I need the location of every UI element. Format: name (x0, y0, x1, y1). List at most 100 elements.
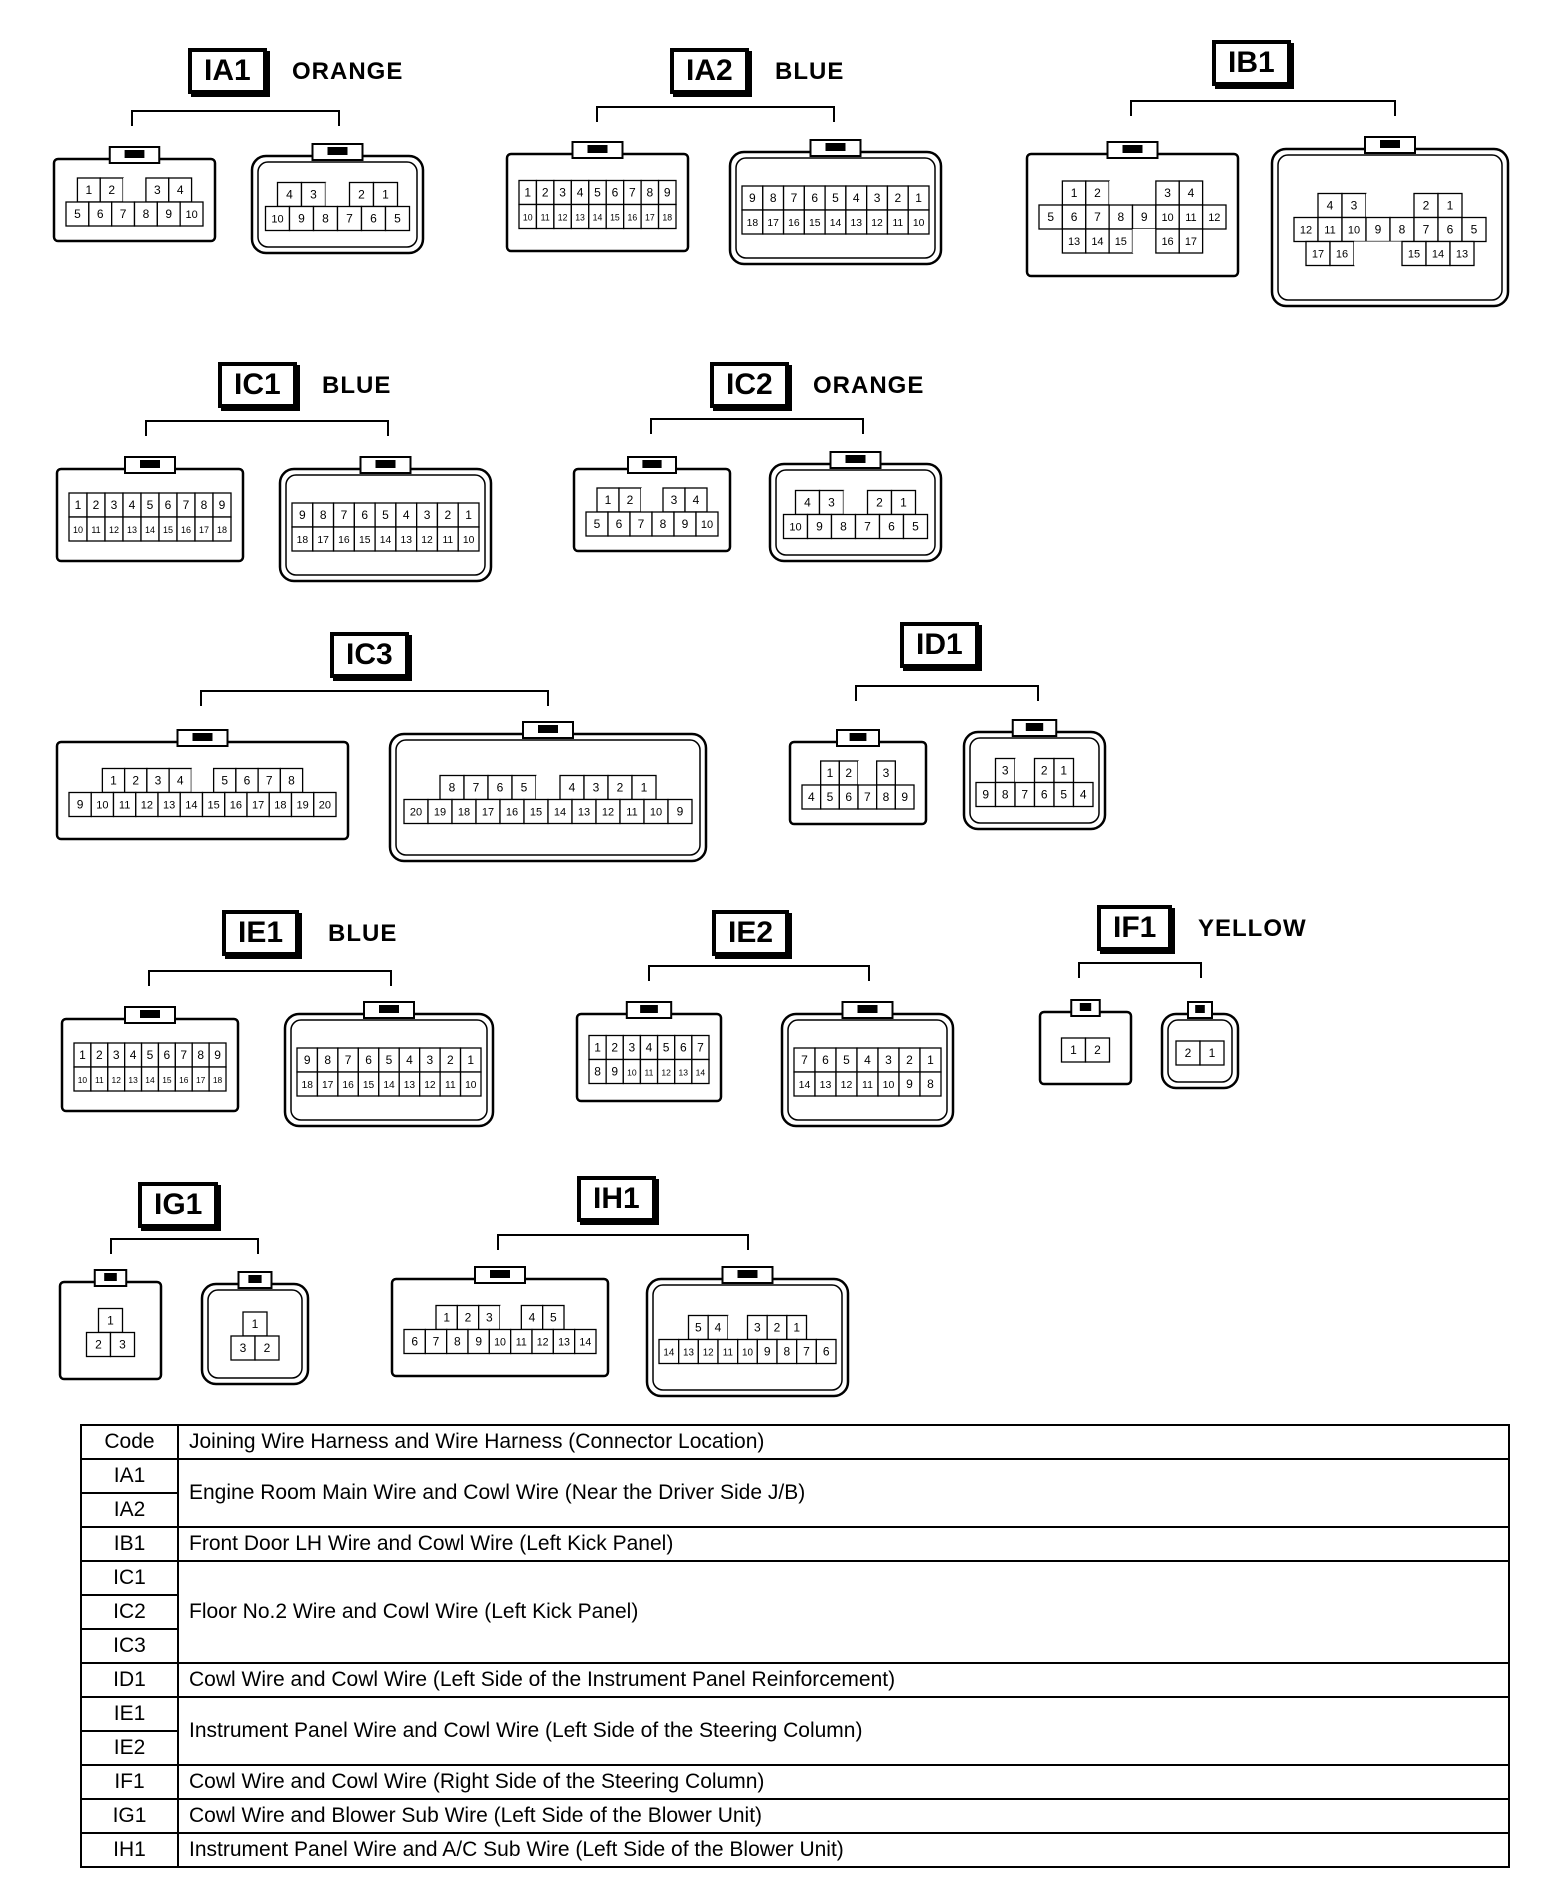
pin-cavity (1329, 240, 1355, 267)
pin-cavity (1437, 192, 1463, 219)
pin-number: 7 (697, 1041, 704, 1055)
pin-number: 4 (130, 1048, 137, 1062)
table-row: IE2 (80, 1730, 1509, 1766)
pin-cavity-blank (1132, 229, 1156, 253)
header-code: Code (80, 1424, 179, 1460)
pin-cavity (919, 1071, 942, 1097)
pin-number: 3 (154, 183, 161, 197)
pin-number: 17 (322, 1080, 334, 1091)
code-label-ic1: IC1 (218, 362, 297, 408)
table-row: IC3 (80, 1628, 1509, 1664)
pin-number: 1 (524, 186, 531, 200)
pin-cavity (1449, 240, 1475, 267)
pin-number: 9 (901, 790, 908, 804)
pin-number: 14 (185, 800, 197, 812)
pin-number: 4 (1080, 788, 1087, 802)
pin-number: 3 (1002, 764, 1009, 778)
pin-number: 12 (109, 525, 119, 535)
pin-number: 5 (827, 790, 834, 804)
pin-number: 3 (1164, 186, 1171, 200)
pin-number: 9 (764, 1345, 771, 1359)
pin-number: 14 (554, 807, 566, 819)
code-label-ia1: IA1 (188, 48, 267, 94)
pin-cavity (907, 209, 930, 235)
pin-number: 8 (840, 520, 847, 534)
pin-number: 9 (304, 1053, 311, 1067)
pin-cavity-blank (536, 775, 560, 800)
pin-number: 8 (454, 1335, 461, 1349)
pin-cavity (208, 1066, 227, 1092)
pin-number: 2 (447, 1053, 454, 1067)
pin-cavity (499, 798, 525, 825)
pin-number: 15 (610, 213, 620, 223)
pin-number: 8 (324, 1053, 331, 1067)
pin-number: 3 (310, 188, 317, 202)
pin-number: 18 (217, 525, 227, 535)
pin-number: 2 (774, 1321, 781, 1335)
pin-number: 11 (541, 213, 550, 223)
pin-number: 3 (593, 781, 600, 795)
pin-number: 6 (888, 520, 895, 534)
pin-number: 12 (424, 1080, 436, 1091)
pin-number: 15 (363, 1080, 375, 1091)
code-label-ic3: IC3 (330, 632, 409, 678)
pin-number: 7 (864, 790, 871, 804)
pin-number: 4 (403, 508, 410, 522)
pin-number: 2 (906, 1053, 913, 1067)
pin-number: 20 (410, 807, 422, 819)
pin-number: 1 (75, 498, 82, 512)
pin-cavity (85, 1331, 112, 1358)
pin-number: 15 (162, 1075, 172, 1085)
code-label-ia2: IA2 (670, 48, 749, 94)
pin-number: 6 (823, 1345, 830, 1359)
table-header-row: Code Joining Wire Harness and Wire Harne… (80, 1424, 1510, 1460)
pin-cavity (360, 205, 387, 232)
pin-number: 12 (112, 1075, 122, 1085)
connector-pair-bracket (596, 106, 835, 122)
pin-number: 13 (1068, 236, 1080, 248)
pin-number: 10 (701, 519, 713, 531)
table-cell-code: IH1 (80, 1832, 179, 1868)
pin-number: 5 (74, 207, 81, 221)
connector-code-table: Code Joining Wire Harness and Wire Harne… (80, 1424, 1510, 1868)
pin-number: 10 (789, 522, 801, 534)
color-label-ia1: ORANGE (292, 58, 404, 85)
pin-cavity (547, 798, 573, 825)
pin-number: 7 (341, 508, 348, 522)
pin-number: 8 (320, 508, 327, 522)
pin-number: 4 (864, 1053, 871, 1067)
pin-number: 5 (382, 508, 389, 522)
pin-number: 17 (482, 807, 494, 819)
pin-number: 16 (338, 535, 350, 546)
pin-number: 6 (411, 1335, 418, 1349)
pin-number: 2 (1094, 1043, 1101, 1057)
pin-number: 14 (663, 1348, 674, 1359)
pin-cavity (212, 516, 232, 542)
pin-number: 3 (1351, 199, 1358, 213)
pin-number: 10 (465, 1080, 477, 1091)
pin-number: 18 (458, 807, 470, 819)
pin-number: 15 (809, 218, 821, 229)
pin-number: 11 (723, 1348, 733, 1359)
pin-cavity (583, 774, 609, 801)
pin-cavity (1201, 204, 1227, 230)
pin-number: 2 (894, 191, 901, 205)
table-cell-description: Front Door LH Wire and Cowl Wire (Left K… (177, 1526, 1510, 1562)
pin-number: 6 (680, 1041, 687, 1055)
pin-cavity (559, 774, 585, 801)
pin-number: 16 (181, 525, 191, 535)
pin-number: 16 (1336, 249, 1348, 261)
connector-pair-bracket (110, 1238, 259, 1254)
pin-number: 12 (703, 1348, 714, 1359)
table-cell-code: IE2 (80, 1730, 179, 1766)
pin-cavity (348, 181, 375, 208)
pin-number: 14 (830, 218, 842, 229)
pin-cavity (794, 489, 821, 516)
pin-number: 5 (221, 774, 228, 788)
pin-number: 16 (1161, 236, 1173, 248)
pin-number: 12 (871, 218, 883, 229)
